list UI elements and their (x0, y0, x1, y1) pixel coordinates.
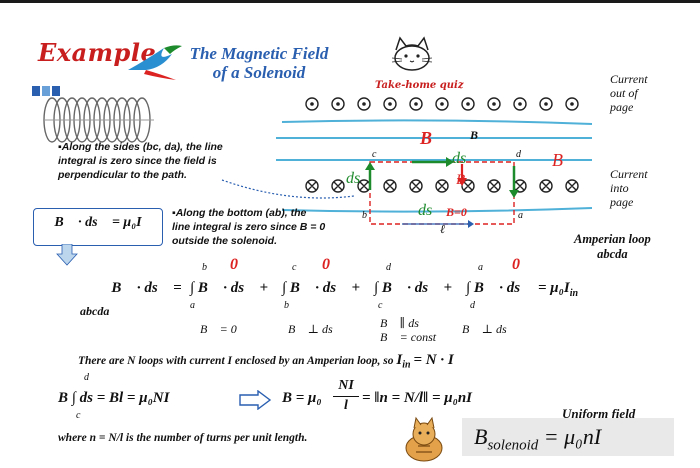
down-arrow-icon (56, 244, 78, 266)
current-out-label: Current out of page (610, 72, 648, 114)
term-3-upper: d (386, 262, 391, 273)
current-out-dots (305, 97, 579, 111)
result-frac-num: NI (338, 378, 354, 393)
pointer-arrow-sides (221, 179, 355, 199)
solenoid-diagram (276, 97, 593, 228)
diagram-B-mid: B (456, 172, 466, 188)
term-2: ∫ B⃗ · ds⃗ + (282, 280, 361, 296)
solenoid-result-box (462, 418, 674, 456)
term-4-upper: a (478, 262, 483, 273)
corner-a: a (518, 210, 523, 221)
corner-c: c (372, 149, 377, 160)
term-1-lower: a (190, 300, 195, 311)
abcda-label: abcda (80, 304, 110, 318)
nloops-text: There are N loops with current I enclose… (78, 352, 454, 371)
cond-4: B⃗ ⊥ ds⃗ (462, 322, 516, 336)
diagram-B-right: B (552, 150, 563, 170)
diagram-B-label: B (420, 128, 433, 148)
diagram-B-vec: B⃗ (470, 128, 488, 142)
amperian-label: Amperian loop abcda (574, 232, 651, 261)
corner-d: d (516, 149, 521, 160)
b-integral-lower: c (76, 410, 81, 421)
uniform-field-label: Uniform field (562, 406, 636, 421)
solenoid-coil-icon (32, 86, 154, 143)
expanded-rhs: = μ₀Iin (538, 280, 579, 299)
term-2-zero: 0 (322, 256, 330, 273)
where-text: where n = N/l is the number of turns per… (58, 432, 308, 444)
term-1: ∫ B⃗ · ds⃗ + (190, 280, 269, 296)
diagram-B-zero: B=0 (446, 205, 467, 219)
note-bottom: ▪Along the bottom (ab), the line integra… (172, 207, 326, 247)
amperes-law-box (33, 208, 163, 246)
bird-logo-icon (128, 45, 182, 80)
term-4-zero: 0 (512, 256, 520, 273)
example-label: Example (38, 38, 157, 67)
term-1-zero: 0 (230, 256, 238, 273)
cond-1: B⃗ = 0 (200, 322, 237, 336)
cat-icon (391, 36, 433, 71)
term-2-upper: c (292, 262, 297, 273)
diagram-ds-left: ds (346, 170, 361, 187)
corner-b: b (362, 210, 367, 221)
cond-2: B⃗ ⊥ ds⃗ (288, 322, 342, 336)
amperian-loop (369, 161, 515, 225)
term-4-lower: d (470, 300, 475, 311)
result-lhs: B = μ₀ (282, 390, 322, 406)
title-line-2: of a Solenoid (212, 63, 306, 82)
term-3: ∫ B⃗ · ds⃗ + (374, 280, 453, 296)
ell-label: ℓ (440, 222, 445, 236)
b-integral-upper: d (84, 372, 89, 383)
title-line-1: The Magnetic Field (189, 44, 329, 63)
expanded-lhs: ∮ B⃗ · ds⃗ = (96, 280, 182, 296)
term-4: ∫ B⃗ · ds⃗ (466, 280, 532, 296)
current-into-label: Current into page (610, 167, 648, 209)
term-2-lower: b (284, 300, 289, 311)
takehome-label: Take-home quiz (375, 80, 464, 91)
result-frac-den: l (344, 398, 348, 413)
note-sides: ▪Along the sides (bc, da), the line inte… (58, 141, 223, 181)
implies-arrow-icon (239, 390, 272, 410)
tabby-cat-icon (405, 416, 443, 462)
field-lines (276, 119, 593, 213)
diagram-ds-top: ds (452, 150, 467, 167)
solenoid-result: Bsolenoid = μ₀nI (474, 424, 602, 454)
term-3-lower: c (378, 300, 383, 311)
current-into-crosses (305, 179, 579, 193)
page-title: The Magnetic Field of a Solenoid (186, 44, 332, 82)
result-rhs: = ‖n = N/l‖ = μ₀nI (362, 390, 473, 406)
term-1-upper: b (202, 262, 207, 273)
diagram-ds-bottom: ds (418, 202, 433, 219)
cond-3: B⃗ ∥ ds⃗ B⃗ = const (380, 316, 437, 344)
fraction-bar (333, 396, 359, 397)
b-integral: B ∫ ds = Bl = μ₀NI (58, 390, 170, 406)
amperes-law: ∮ B⃗ · ds⃗ = μ₀I (40, 215, 142, 230)
